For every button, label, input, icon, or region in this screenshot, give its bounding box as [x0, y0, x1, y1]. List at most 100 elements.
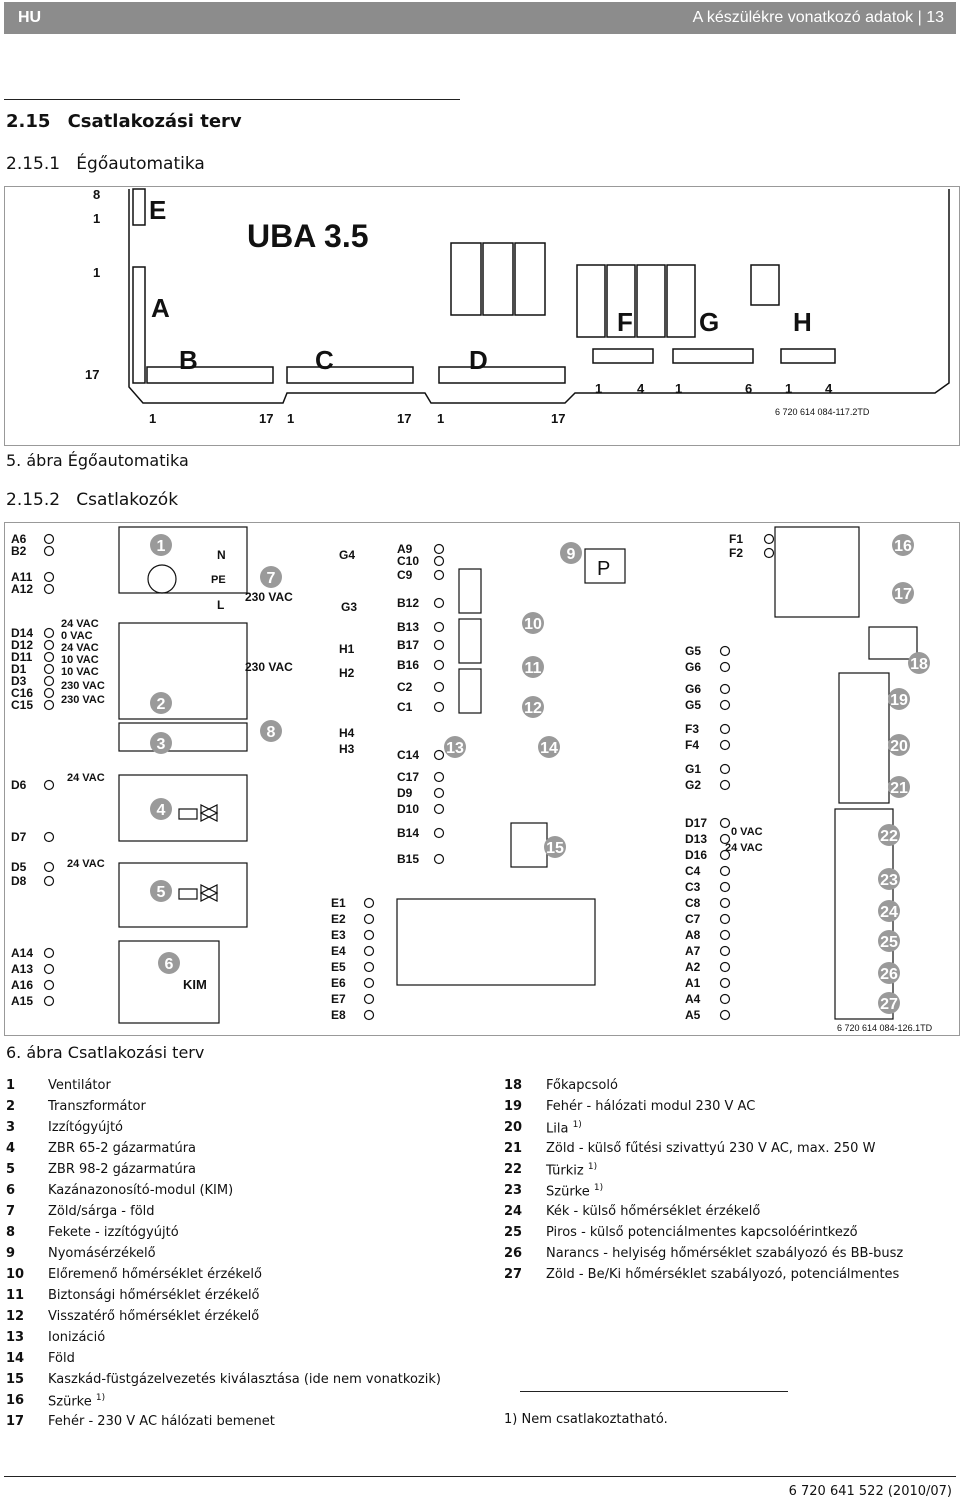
- callout-circle-17: [892, 582, 914, 604]
- pin-label: D6: [11, 778, 27, 792]
- pin-label-17: 17: [85, 367, 99, 382]
- connector-letter-g: G: [699, 307, 719, 337]
- callout-circle-23: [878, 868, 900, 890]
- legend-text: Lila 1): [546, 1120, 582, 1137]
- legend-text: Ventilátor: [48, 1078, 111, 1093]
- connector-pin: [43, 995, 55, 1007]
- pin-label: G1: [685, 762, 701, 776]
- pin-label: G4: [339, 548, 355, 562]
- legend-text: Kazánazonosító-modul (KIM): [48, 1183, 234, 1198]
- connector-pin: [719, 763, 731, 775]
- g-pin-1: 1: [675, 381, 682, 396]
- callout-number-23: 23: [880, 872, 898, 889]
- legend-number: 2: [6, 1099, 16, 1114]
- pin-label: B14: [397, 826, 419, 840]
- callout-circle-3: [150, 732, 172, 754]
- callout-number-26: 26: [880, 966, 898, 983]
- voltage-label: 10 VAC: [61, 654, 99, 666]
- legend-text: Zöld - külső fűtési szivattyú 230 V AC, …: [546, 1141, 876, 1156]
- callout-circle-16: [892, 534, 914, 556]
- connector-pin: [363, 945, 375, 957]
- legend-number: 8: [6, 1225, 16, 1240]
- legend-text: Föld: [48, 1351, 75, 1366]
- legend-number: 12: [6, 1309, 25, 1324]
- callout-circle-26: [878, 962, 900, 984]
- section-rule: [4, 99, 460, 100]
- legend-text: Fehér - hálózati modul 230 V AC: [546, 1099, 756, 1114]
- callout-circle-5: [150, 880, 172, 902]
- connector-pin: [363, 993, 375, 1005]
- callout-number-7: 7: [267, 570, 276, 587]
- callout-number-19: 19: [890, 692, 908, 709]
- pin-label: C8: [685, 896, 701, 910]
- connector-pin: [363, 977, 375, 989]
- pin-label: G5: [685, 698, 701, 712]
- protective-earth-label: PE: [211, 574, 226, 586]
- connector-pin: [43, 947, 55, 959]
- connector-pin: [43, 583, 55, 595]
- connector-pin: [433, 597, 445, 609]
- callout-number-15: 15: [546, 840, 564, 857]
- callout-number-21: 21: [890, 780, 908, 797]
- legend-text: Biztonsági hőmérséklet érzékelő: [48, 1288, 260, 1303]
- legend-number: 1: [6, 1078, 16, 1093]
- legend-number: 14: [6, 1351, 25, 1366]
- callout-circle-27: [878, 992, 900, 1014]
- pin-label: C4: [685, 864, 701, 878]
- bottom-pin-1: 1: [437, 411, 444, 426]
- bottom-pin-17: 17: [259, 411, 273, 426]
- pin-label: D1: [11, 662, 27, 676]
- neutral-label: N: [217, 548, 226, 562]
- callout-number-3: 3: [157, 736, 166, 753]
- legend-number: 11: [6, 1288, 25, 1303]
- callout-number-1: 1: [157, 538, 166, 555]
- subsection-heading-2: 2.15.2 Csatlakozók: [6, 490, 179, 510]
- footnote: 1) Nem csatlakoztatható.: [504, 1412, 668, 1427]
- figure-code: 6 720 614 084-126.1TD: [837, 1023, 933, 1033]
- connector-pin: [433, 853, 445, 865]
- pin-label: F1: [729, 532, 743, 546]
- callout-number-5: 5: [157, 884, 166, 901]
- callout-number-10: 10: [524, 616, 542, 633]
- pin-label: A7: [685, 944, 701, 958]
- connector-pin: [363, 897, 375, 909]
- voltage-label: 230 VAC: [61, 694, 105, 706]
- callout-number-9: 9: [567, 546, 576, 563]
- pin-label: G6: [685, 682, 701, 696]
- pin-label: A16: [11, 978, 33, 992]
- legend-text: Narancs - helyiség hőmérséklet szabályoz…: [546, 1246, 904, 1261]
- footnote-rule: [520, 1391, 788, 1392]
- pin-label: C17: [397, 770, 419, 784]
- subsection-heading-1: 2.15.1 Égőautomatika: [6, 154, 205, 174]
- pin-label: A15: [11, 994, 33, 1008]
- pin-label: A12: [11, 582, 33, 596]
- pin-label: D5: [11, 860, 27, 874]
- callout-circle-22: [878, 824, 900, 846]
- connector-pin: [43, 651, 55, 663]
- connector-pin: [719, 913, 731, 925]
- connector-pin: [43, 639, 55, 651]
- pin-label: D10: [397, 802, 419, 816]
- connector-pin: [43, 779, 55, 791]
- pin-label: C2: [397, 680, 413, 694]
- callout-circle-20: [888, 734, 910, 756]
- figure-code: 6 720 614 084-117.2TD: [775, 407, 870, 417]
- legend-item: 1 Ventilátor: [6, 1078, 486, 1099]
- legend-number: 4: [6, 1141, 16, 1156]
- connector-pin: [43, 979, 55, 991]
- connector-letter-a: A: [151, 293, 170, 323]
- connector-pin: [363, 961, 375, 973]
- connector-pin: [43, 571, 55, 583]
- footer-rule: [4, 1476, 956, 1477]
- connector-pin: [719, 881, 731, 893]
